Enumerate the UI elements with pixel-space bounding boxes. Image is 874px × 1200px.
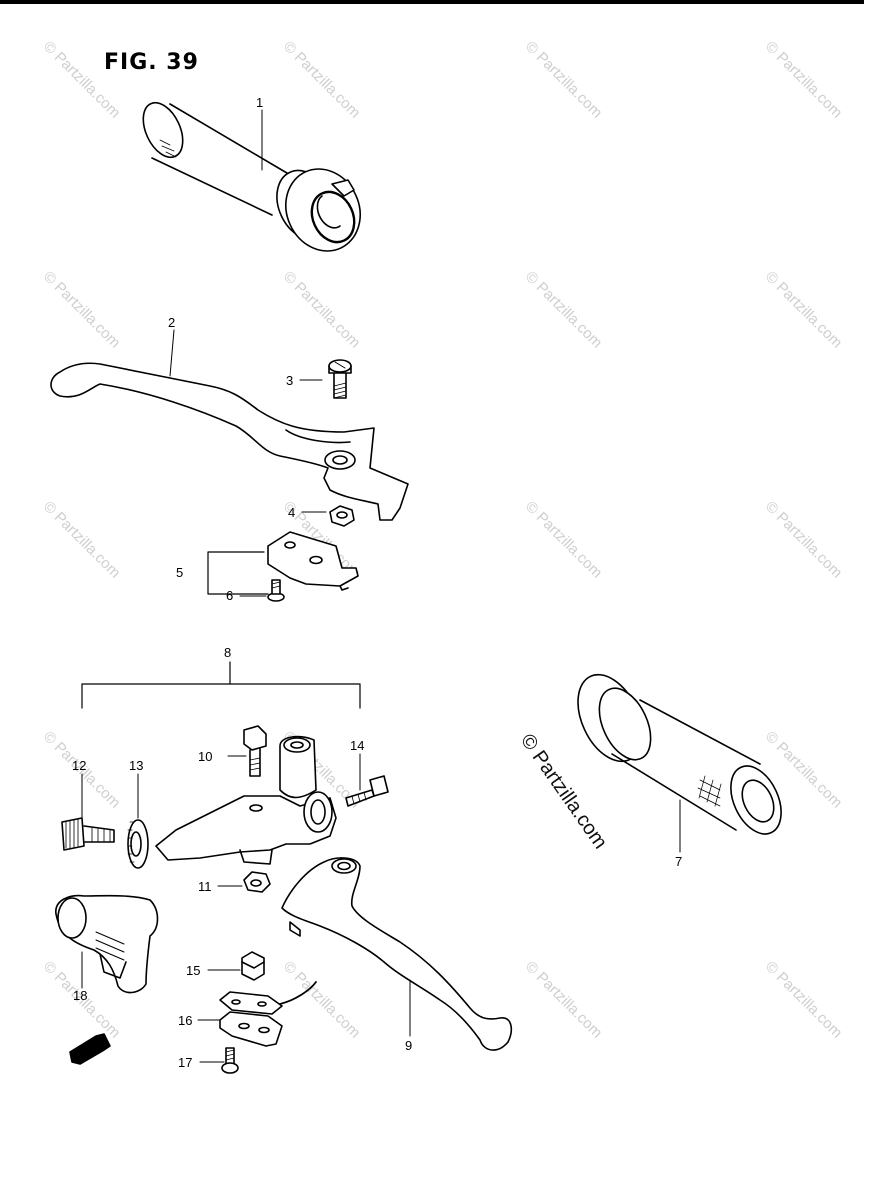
callout-13: 13	[129, 758, 143, 773]
clutch-lever-drawing	[281, 857, 513, 1051]
callout-3: 3	[286, 373, 293, 388]
clutch-holder-drawing	[155, 735, 337, 865]
adjuster-nut-drawing	[127, 819, 149, 869]
clamp-bolt-drawing	[345, 775, 389, 807]
pivot-bolt-drawing	[328, 359, 352, 399]
switch-screw-drawing	[267, 579, 285, 602]
brake-switch-drawing	[207, 531, 359, 595]
holder-bolt-drawing	[243, 725, 267, 777]
callout-11: 11	[198, 879, 212, 894]
callout-1: 1	[256, 95, 263, 110]
holder-nut-drawing	[243, 871, 271, 893]
callout-16: 16	[178, 1013, 192, 1028]
top-border	[0, 0, 864, 4]
callout-8: 8	[224, 645, 231, 660]
adjuster-bolt-drawing	[61, 817, 115, 851]
throttle-grip-drawing	[142, 101, 361, 252]
fwd-arrow-icon: FWD	[69, 1033, 111, 1065]
callout-17: 17	[178, 1055, 192, 1070]
bracket-screw-drawing	[221, 1047, 239, 1074]
callout-4: 4	[288, 505, 295, 520]
callouts: 1 2 3 4 5 6 7 8 9 10 11 12 13 14 15 16 1…	[72, 95, 682, 1070]
callout-9: 9	[405, 1038, 412, 1053]
leader-lines	[81, 109, 681, 1063]
switch-pin-drawing	[241, 951, 265, 981]
callout-12: 12	[72, 758, 86, 773]
callout-2: 2	[168, 315, 175, 330]
assembly-bracket	[81, 661, 361, 709]
lever-nut-drawing	[329, 505, 355, 527]
cover-drawing	[55, 894, 159, 994]
figure-title: FIG. 39	[104, 50, 199, 75]
callout-7: 7	[675, 854, 682, 869]
brake-lever-drawing	[50, 362, 409, 521]
callout-10: 10	[198, 749, 212, 764]
callout-15: 15	[186, 963, 200, 978]
switch-bracket-drawing	[219, 981, 317, 1047]
callout-5: 5	[176, 565, 183, 580]
callout-18: 18	[73, 988, 87, 1003]
callout-14: 14	[350, 738, 364, 753]
callout-6: 6	[226, 588, 233, 603]
left-grip-drawing	[577, 673, 782, 835]
